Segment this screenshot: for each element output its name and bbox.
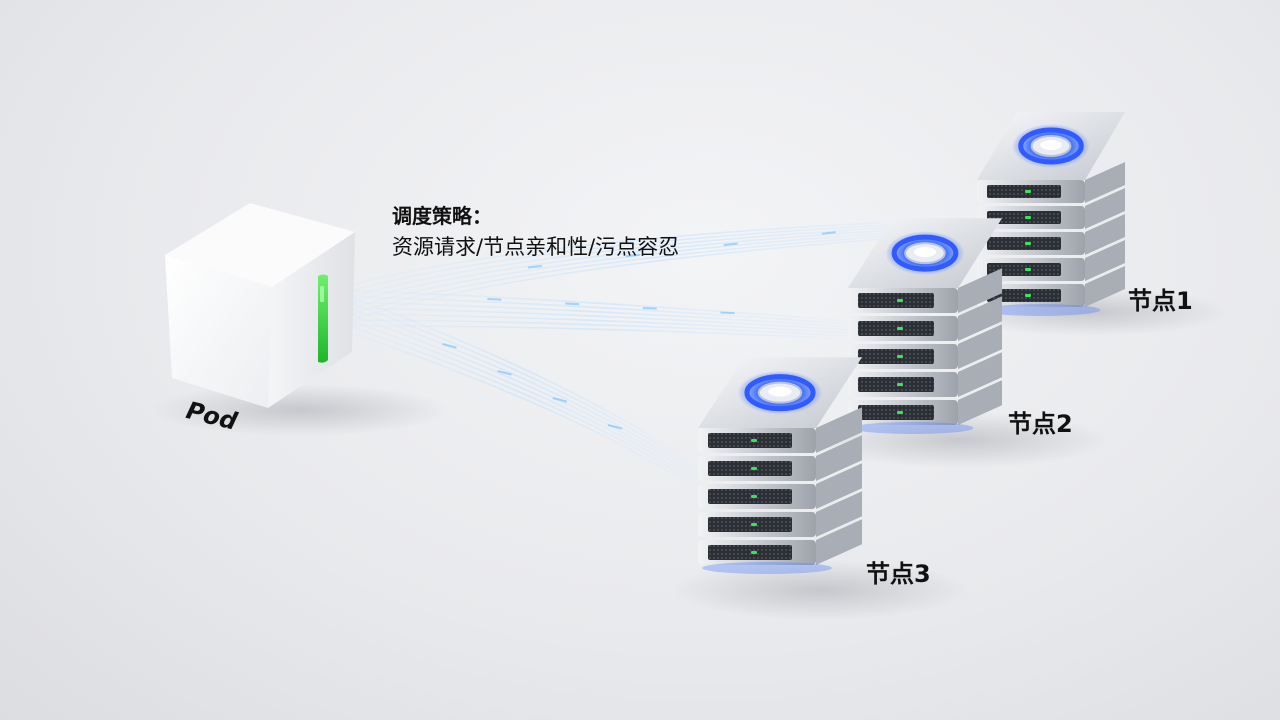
node-2-server [848,218,1002,434]
beam-glint [821,231,836,235]
beam-glint [607,424,623,430]
scheduling-strategy-callout: 调度策略： 资源请求/节点亲和性/污点容忍 [392,203,679,262]
beam-line [331,289,851,322]
server-vent [858,405,934,420]
beam-line [331,219,986,297]
beam-glint [642,307,657,310]
beam-line [331,301,701,477]
server-vent [858,293,934,308]
server-led [751,551,757,554]
node-3-server [698,357,862,574]
status-ring-icon [1012,124,1090,168]
node3-shadow [670,560,970,620]
beam-line [331,295,851,325]
status-ring-icon [737,370,823,415]
beam-glint [565,302,580,306]
server-vent [987,237,1061,250]
server-led [1025,242,1031,245]
beam-line [331,313,851,334]
server-vent [708,461,792,476]
beam-line [331,319,851,337]
beam-glint [497,370,512,376]
server-led [897,383,903,386]
server-led [751,467,757,470]
server-led [897,355,903,358]
server-led [751,523,757,526]
beam-line [331,319,701,488]
server-led [897,327,903,330]
beam-glint [527,265,543,269]
server-led [897,411,903,414]
node-2-label: 节点2 [1008,410,1073,438]
server-vent [987,263,1061,276]
beam-glint [487,298,502,301]
beam-line [331,325,851,340]
beam-glint [442,343,457,349]
beam-line [331,301,851,328]
server-vent [987,211,1061,224]
beam-line [331,295,701,474]
strategy-description: 资源请求/节点亲和性/污点容忍 [392,235,680,259]
node-1-server [977,112,1125,316]
server-vent [987,185,1061,198]
beam-line [331,307,851,331]
pod-shadow [150,384,450,436]
server-led [1025,216,1031,219]
beam-line [331,217,986,291]
connection-beams [331,217,986,492]
beam-line [331,221,986,303]
beam-line [331,307,701,481]
node-1-label: 节点1 [1128,287,1193,315]
pod-cube [165,203,355,408]
beam-glint [625,253,640,258]
beam-glint [723,242,738,246]
server-led [897,299,903,302]
node-3-label: 节点3 [866,560,931,588]
server-led [1025,268,1031,271]
beam-glint [720,311,735,315]
strategy-title: 调度策略： [392,204,492,228]
beam-line [331,325,701,492]
beam-line [331,313,701,485]
server-vent [858,377,934,392]
server-vent [708,545,792,560]
server-led [751,439,757,442]
server-led [1025,190,1031,193]
beam-glint [552,397,568,403]
beam-line [331,289,701,470]
server-vent [987,289,1061,302]
server-vent [708,517,792,532]
server-vent [858,349,934,364]
server-vent [708,433,792,448]
server-vent [858,321,934,336]
node2-shadow [810,412,1110,468]
server-led [1025,294,1031,297]
status-ring-icon [885,231,965,276]
server-vent [708,489,792,504]
server-led [751,495,757,498]
